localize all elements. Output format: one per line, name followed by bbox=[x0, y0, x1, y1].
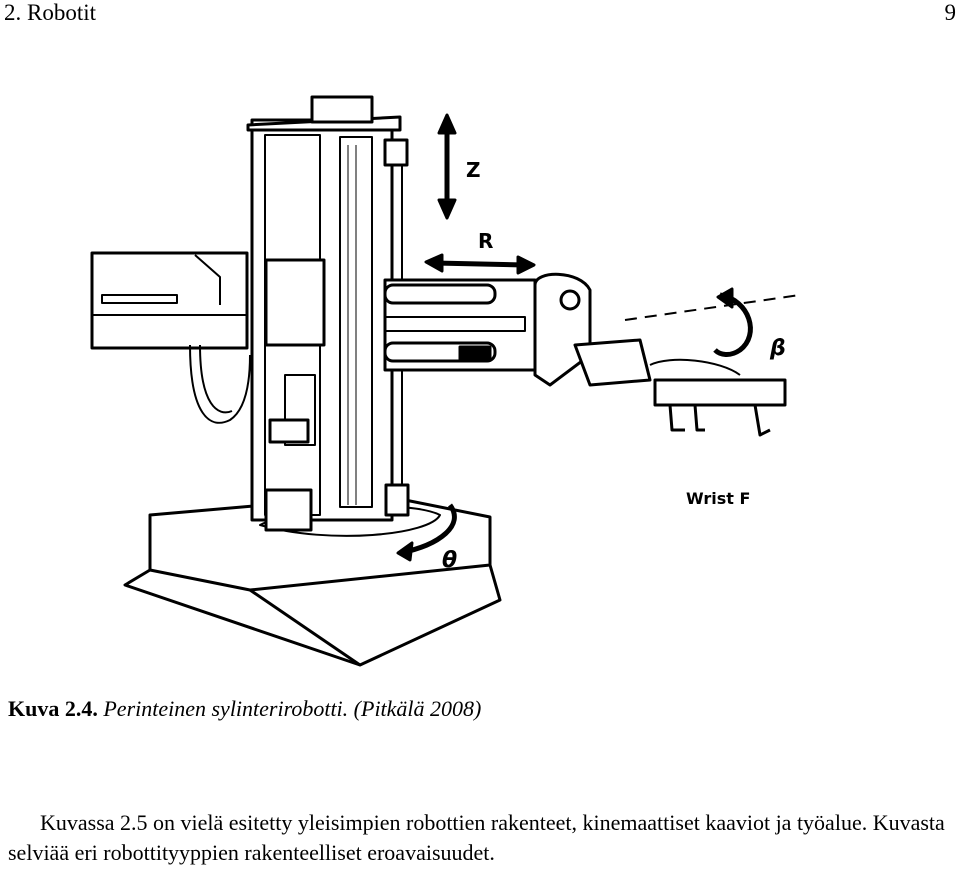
control-box bbox=[90, 251, 249, 350]
page-number: 9 bbox=[944, 0, 957, 25]
z-axis-label: Z bbox=[466, 158, 481, 182]
gripper bbox=[653, 378, 787, 407]
beta-rotation-label: β bbox=[769, 336, 786, 361]
body-paragraph: Kuvassa 2.5 on vielä esitetty yleisimpie… bbox=[8, 808, 958, 868]
r-axis-label: R bbox=[478, 229, 493, 253]
figure-caption: Kuva 2.4. Perinteinen sylinterirobotti. … bbox=[8, 696, 481, 722]
caption-label: Kuva 2.4. bbox=[8, 696, 98, 721]
caption-text: Perinteinen sylinterirobotti. (Pitkälä 2… bbox=[97, 696, 482, 721]
theta-rotation-label: θ bbox=[442, 548, 457, 573]
wrist-link bbox=[533, 272, 592, 387]
paragraph-text: Kuvassa 2.5 on vielä esitetty yleisimpie… bbox=[8, 810, 945, 865]
chapter-header: 2. Robotit bbox=[4, 0, 97, 25]
wrist-label: Wrist F bbox=[686, 489, 750, 508]
cylindrical-robot-illustration: Z R β θ Wrist F bbox=[90, 95, 801, 667]
